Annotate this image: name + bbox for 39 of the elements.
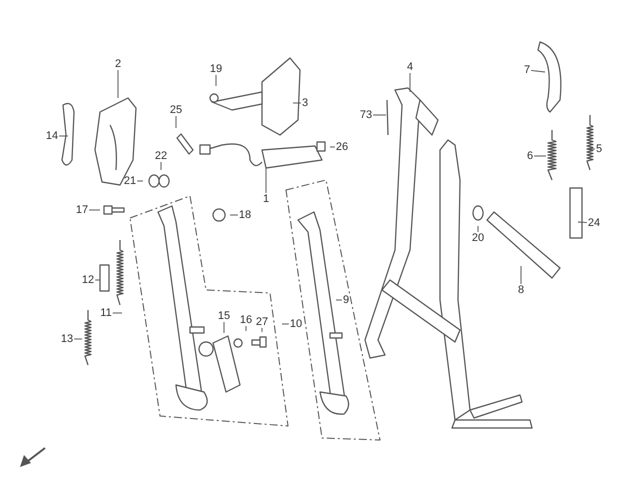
callout-number: 11 [99,307,113,319]
callout-number: 4 [406,61,414,73]
callout-number: 22 [154,150,168,162]
leader-line [372,114,386,116]
callout-number: 17 [74,204,90,216]
callout-number: 16 [238,314,254,326]
leader-line [578,222,588,223]
callout-number: 10 [288,318,304,330]
callout-number: 25 [168,104,184,116]
leader-line [136,180,144,182]
leader-line [588,148,596,150]
callout-number: 27 [254,316,270,328]
leader-line [112,312,122,314]
callout-number: 19 [208,63,224,75]
leader-line [330,146,336,148]
callout-number: 5 [594,143,604,155]
callout-number: 12 [80,274,96,286]
callout-number: 24 [586,217,602,229]
callout-number: 9 [342,294,350,306]
callout-number: 14 [44,130,60,142]
callout-number: 15 [216,310,232,322]
callout-number: 7 [522,64,532,76]
callout-number: 21 [122,175,138,187]
callout-number: 2 [114,58,122,70]
callout-number: 13 [60,333,74,345]
leader-line [530,70,546,72]
callout-number: 1 [262,193,270,205]
leader-line [292,102,302,104]
callout-number: 18 [238,209,252,221]
callout-number: 8 [516,284,526,296]
leader-line [74,338,82,340]
callout-number: 73 [358,109,374,121]
leader-line [160,162,162,170]
leader-line [520,266,522,284]
leader-line [230,214,238,216]
callout-number: 3 [300,97,310,109]
callout-number: 20 [470,232,486,244]
callout-number: 26 [334,141,350,153]
callout-number: 6 [526,150,534,162]
